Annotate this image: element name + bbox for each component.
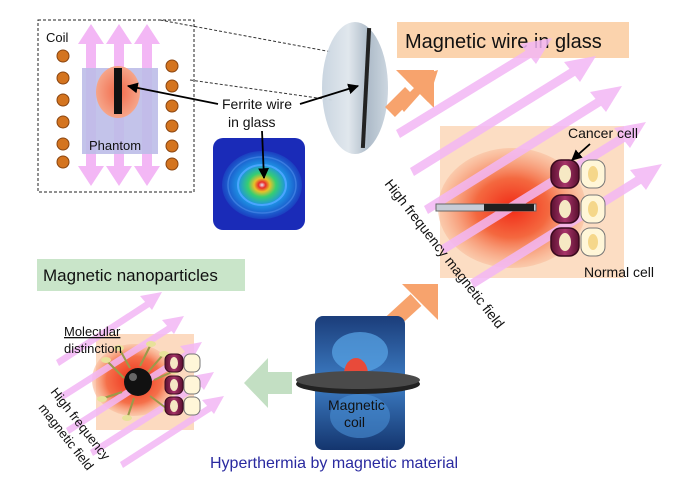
- magnetic-wire-title: Magnetic wire in glass: [405, 31, 602, 53]
- magnetic-coil-label-line1: Magnetic: [328, 397, 385, 413]
- thermographic-image: [213, 138, 305, 230]
- ferrite-label-line2: in glass: [228, 114, 275, 130]
- cancer-cell-label: Cancer cell: [568, 125, 638, 141]
- magnetic-coil-label-line2: coil: [344, 414, 365, 430]
- molecular-label-line1: Molecular: [64, 324, 121, 339]
- nanoparticles-title-box: [37, 259, 245, 291]
- cancer-cells-right: [550, 159, 580, 257]
- tumor-scene-left: [56, 292, 224, 468]
- body-with-coil: [296, 316, 420, 450]
- green-arrow: [244, 358, 292, 408]
- magnetic-wire-title-box: [397, 22, 629, 58]
- normal-cell-label: Normal cell: [584, 264, 654, 280]
- coil-label: Coil: [46, 30, 69, 45]
- ferrite-wire: [114, 68, 122, 114]
- footer-title: Hyperthermia by magnetic material: [210, 455, 458, 472]
- ferrite-label-line1: Ferrite wire: [222, 96, 292, 112]
- molecular-label-line2: distinction: [64, 341, 122, 356]
- cancer-cells-left: [164, 353, 184, 416]
- coil-dots-left: [56, 49, 70, 169]
- normal-cells-left: [183, 353, 201, 416]
- coil-experiment-panel: Coil Phantom: [37, 19, 195, 193]
- tumor-scene-right: [396, 38, 662, 288]
- nanoparticles-title: Magnetic nanoparticles: [43, 266, 218, 285]
- phantom-label: Phantom: [89, 138, 141, 153]
- normal-cells-right: [580, 159, 606, 257]
- wire-photo: [322, 22, 388, 154]
- coil-dots-right: [165, 59, 179, 171]
